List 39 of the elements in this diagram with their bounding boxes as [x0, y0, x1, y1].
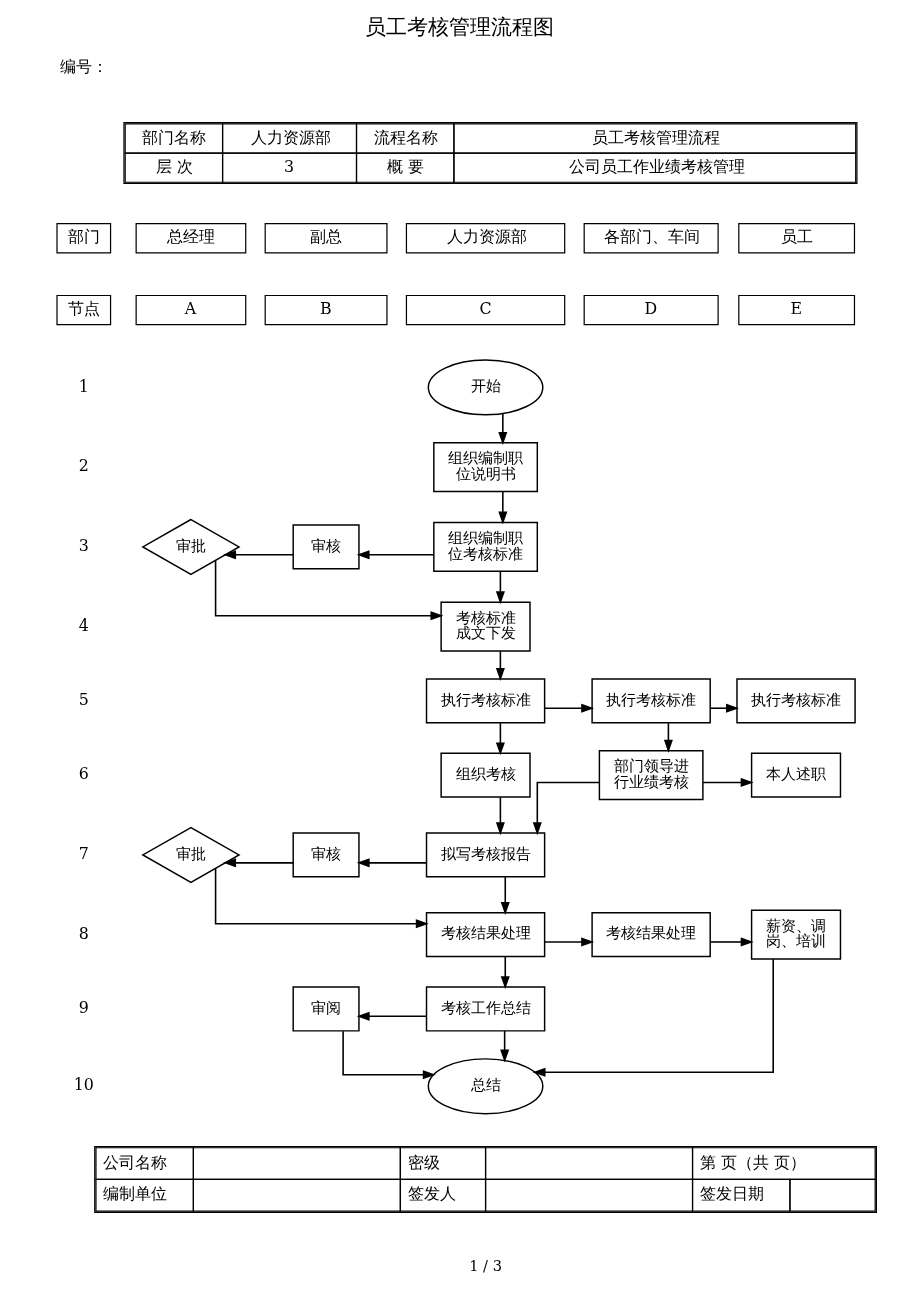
label: 副总	[310, 227, 343, 247]
label: 各部门、车间	[604, 227, 701, 247]
label: 签发日期	[699, 1184, 764, 1204]
label: B	[319, 299, 332, 319]
label: 编号：	[59, 56, 108, 76]
label: 总经理	[167, 227, 216, 247]
label: 流程名称	[373, 127, 438, 147]
label: 10	[73, 1075, 94, 1095]
label: 9	[78, 998, 89, 1018]
label: 3	[78, 536, 89, 556]
label: 部门名称	[142, 127, 207, 147]
label: 人力资源部	[250, 127, 331, 147]
label: 员工	[780, 227, 813, 247]
label: 部门	[67, 227, 100, 247]
label: C	[479, 299, 492, 319]
label: 密级	[407, 1152, 440, 1172]
label: D	[644, 299, 658, 319]
label: 编制单位	[103, 1184, 168, 1204]
diagram-title: 员工考核管理流程图	[365, 15, 555, 40]
label: 1 / 3	[469, 1256, 502, 1274]
label: 第 页（共 页）	[699, 1152, 806, 1172]
label: 3	[284, 156, 295, 176]
label: 节点	[67, 299, 100, 319]
label: 6	[78, 764, 89, 784]
label: 2	[78, 456, 89, 476]
label: E	[790, 299, 803, 319]
label: 人力资源部	[446, 227, 527, 247]
label: 层 次	[155, 156, 193, 176]
label: 员工考核管理流程	[592, 127, 721, 147]
label: 8	[78, 923, 89, 943]
label: 1	[78, 376, 89, 396]
label: 7	[78, 844, 89, 864]
label: 4	[78, 615, 89, 635]
label: 概 要	[386, 156, 424, 176]
label: 签发人	[407, 1184, 456, 1204]
label: 公司名称	[103, 1152, 168, 1172]
label: 公司员工作业绩考核管理	[568, 156, 745, 176]
label: A	[184, 299, 197, 319]
label: 5	[78, 690, 89, 710]
